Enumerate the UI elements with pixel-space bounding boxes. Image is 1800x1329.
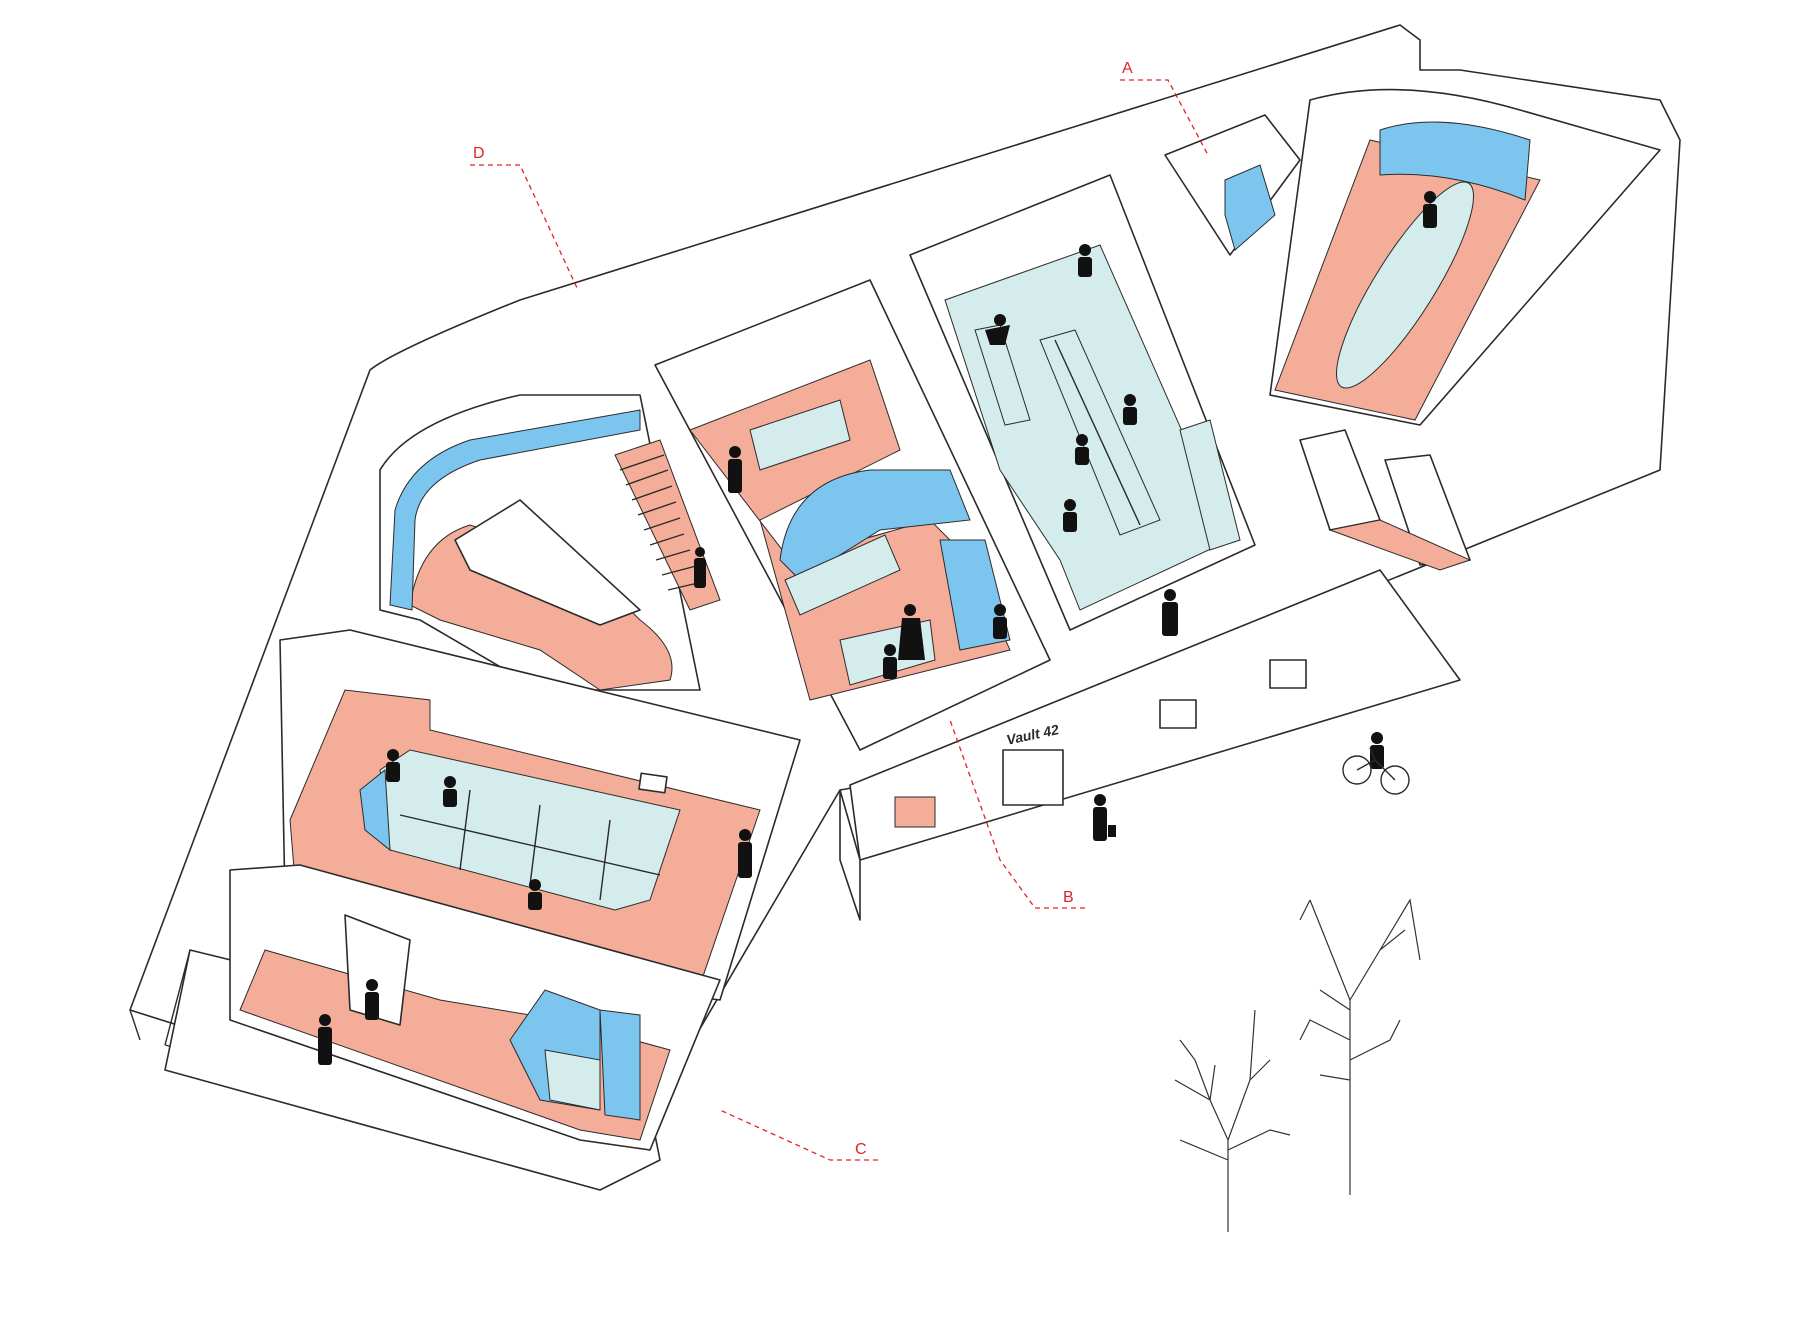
callout-label-d: D [473,145,485,162]
person-study-4 [1123,394,1137,425]
staircase [614,439,721,611]
photo-studio-room [229,864,721,1151]
bicycle [1342,747,1410,795]
pedestrian [1093,794,1116,841]
bookshelf-wall [1379,121,1531,201]
leader-b [949,719,1085,909]
person-office-3 [528,879,542,910]
person-office-4 [738,829,752,878]
callout-labels: A B C D [473,60,1133,1158]
person-kitchen-1 [728,446,742,493]
street-facade: Vault 42 [839,569,1461,921]
kitchen-room [654,279,1051,751]
curved-entry-room [379,394,721,691]
study-steps [974,324,1031,426]
leader-d [470,164,579,291]
person-study-2 [985,314,1010,345]
people [318,191,1437,1065]
tree-left [1174,1009,1291,1232]
person-study-6 [1162,589,1178,636]
gateway-structure [1299,429,1472,571]
person-kitchen-2 [898,604,925,660]
photo-backdrop [344,914,411,1026]
entrance-door [1002,749,1064,806]
cyclist [1370,732,1384,769]
study-side-steps [1179,419,1241,551]
study-room [909,174,1256,631]
person-on-stairs [694,547,706,588]
facade-window-3 [1269,659,1307,689]
person-studio-1 [365,979,379,1020]
person-kitchen-4 [993,604,1007,639]
callout-leaders [470,79,1209,1161]
kitchen-counter [784,534,901,616]
facade-window-1 [894,796,936,828]
meeting-room [1269,88,1661,426]
room-a-blue-partition [1224,164,1276,251]
leader-c [719,1109,878,1161]
person-studio-photographer [318,1014,332,1065]
tree-right [1299,898,1421,1195]
person-study-1 [1078,244,1092,277]
kitchen-island [749,399,851,471]
small-room-a [1164,114,1301,256]
curved-kitchen-unit [779,469,971,581]
leader-a [1120,79,1209,156]
callout-label-c: C [855,1141,867,1158]
person-office-2 [443,776,457,807]
curved-blue-wall [389,409,641,611]
wall-picture [638,772,668,794]
kitchen-side-cabinet [939,539,1011,651]
central-bench [1039,329,1161,536]
person-study-3 [1075,434,1089,465]
conference-table [1336,181,1474,389]
desk-blue-end [359,769,391,852]
callout-label-a: A [1122,60,1133,77]
person-office-1 [386,749,400,782]
person-study-5 [1063,499,1077,532]
facade-window-2 [1159,699,1197,729]
person-kitchen-3 [883,644,897,679]
person-meeting [1423,191,1437,228]
callout-label-b: B [1063,889,1074,906]
triangular-void [454,499,641,626]
studio-booth-2 [599,1009,641,1121]
studio-booth-3 [544,1049,601,1111]
